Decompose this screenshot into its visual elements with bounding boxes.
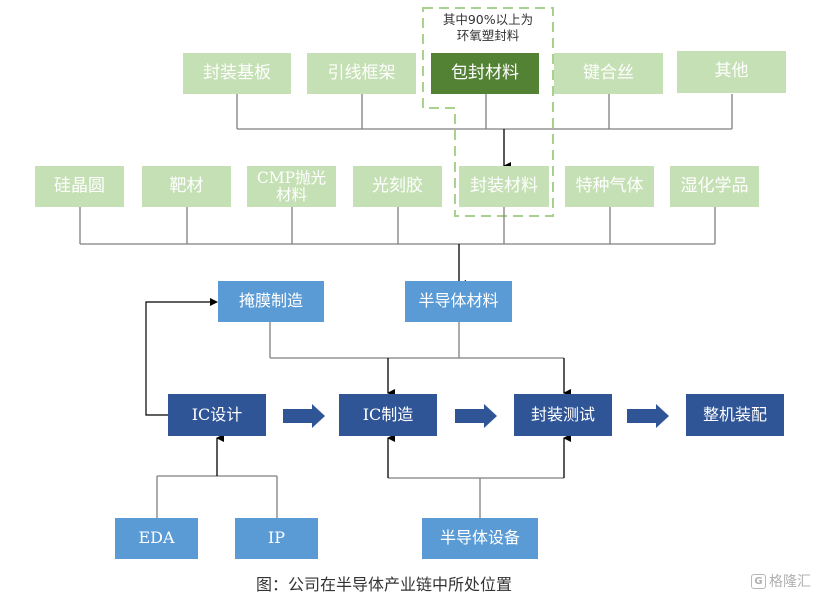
node-eda: EDA (115, 518, 198, 559)
epoxy-note-line1: 其中90%以上为 (442, 12, 534, 27)
node-ic-design: IC设计 (168, 394, 266, 436)
node-mask-manufacturing: 掩膜制造 (218, 281, 324, 322)
node-packaging-substrate: 封装基板 (183, 53, 291, 94)
node-lead-frame: 引线框架 (307, 53, 416, 94)
gelonghui-logo-icon: G (751, 573, 766, 589)
row2-connectors (79, 207, 716, 245)
cmp-line1: CMP抛光 (256, 169, 327, 188)
node-semiconductor-materials: 半导体材料 (405, 281, 512, 322)
node-bonding-wire: 键合丝 (554, 53, 663, 94)
middle-connectors (269, 322, 564, 359)
node-target-material: 靶材 (142, 166, 231, 207)
block-arrow-3 (627, 404, 669, 428)
watermark-text: 格隆汇 (769, 574, 811, 590)
node-specialty-gas: 特种气体 (565, 166, 654, 207)
epoxy-note: 其中90%以上为 环氧塑封料 (424, 12, 552, 45)
bottom-connectors (156, 475, 564, 518)
node-system-assembly: 整机装配 (686, 394, 784, 436)
node-cmp-polishing-material: CMP抛光 材料 (247, 166, 336, 207)
highlight-dashed-outline (422, 7, 554, 217)
node-other: 其他 (677, 51, 786, 93)
block-arrow-1 (283, 404, 325, 428)
epoxy-note-line2: 环氧塑封料 (456, 28, 520, 44)
node-packaging-test: 封装测试 (514, 394, 612, 436)
watermark: G 格隆汇 (751, 571, 811, 591)
figure-caption: 图：公司在半导体产业链中所处位置 (256, 575, 513, 594)
node-packaging-materials: 封装材料 (459, 166, 549, 207)
node-wet-chemicals: 湿化学品 (670, 166, 759, 207)
node-silicon-wafer: 硅晶圆 (35, 166, 124, 207)
row1-connectors (236, 94, 733, 130)
cmp-line2: 材料 (275, 185, 307, 204)
arrow-ic-design-to-mask (145, 298, 218, 416)
node-encapsulation-material: 包封材料 (431, 53, 539, 94)
node-ip: IP (235, 518, 318, 559)
node-semiconductor-equipment: 半导体设备 (422, 518, 538, 559)
block-arrow-2 (455, 404, 497, 428)
node-ic-manufacturing: IC制造 (339, 394, 437, 436)
node-photoresist: 光刻胶 (353, 166, 442, 207)
